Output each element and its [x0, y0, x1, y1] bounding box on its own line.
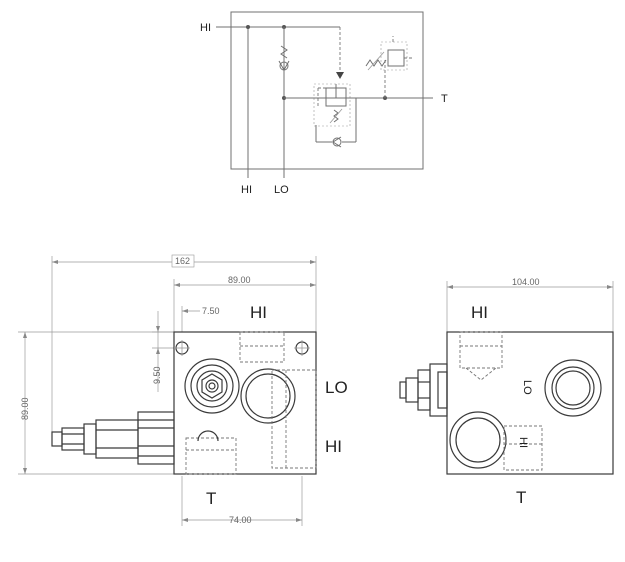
valve-block-front: [173, 331, 317, 475]
side-t-port: [449, 411, 507, 469]
adjust-screw-icon: [51, 431, 63, 447]
side-lo-port: [544, 359, 602, 417]
schematic-port-lo-bottom: LO: [274, 184, 289, 196]
schematic-port-t: T: [441, 93, 448, 105]
front-view: 162 89.00 7.50 9.50 89.00 74.00: [18, 254, 348, 526]
side-port-hi: HI: [471, 303, 488, 322]
side-adjust-screw-icon: [399, 381, 407, 399]
schematic-frame: [230, 11, 424, 170]
pilot-arrow-icon: [336, 72, 344, 79]
side-port-hi-rotated: HI: [517, 437, 529, 448]
dim-hole-offset-y: 9.50: [152, 366, 162, 384]
hex-nut-icon: [201, 373, 223, 399]
dim-body-width: 89.00: [228, 275, 251, 285]
lo-port-bore: [240, 368, 296, 424]
cartridge-bore: [184, 358, 240, 414]
front-port-hi-top: HI: [250, 303, 267, 322]
side-view: 104.00 HI T LO HI: [399, 277, 614, 507]
side-port-lo-rotated: LO: [521, 380, 533, 395]
front-port-hi-right: HI: [325, 437, 342, 456]
front-port-t: T: [206, 489, 216, 508]
side-port-t: T: [516, 488, 526, 507]
dim-overall-length: 162: [175, 256, 190, 266]
check-spring-icon: [280, 45, 288, 59]
schematic-port-hi-top: HI: [200, 22, 211, 34]
relief-valve-2-icon: [387, 49, 405, 67]
dim-bottom-width: 74.00: [229, 515, 252, 525]
dim-hole-offset-x: 7.50: [202, 306, 220, 316]
schematic-port-hi-bottom: HI: [241, 184, 252, 196]
dim-body-height: 89.00: [20, 397, 30, 420]
dim-side-width: 104.00: [512, 277, 540, 287]
hydraulic-schematic: HI HI LO T: [200, 11, 448, 196]
front-port-lo: LO: [325, 378, 348, 397]
